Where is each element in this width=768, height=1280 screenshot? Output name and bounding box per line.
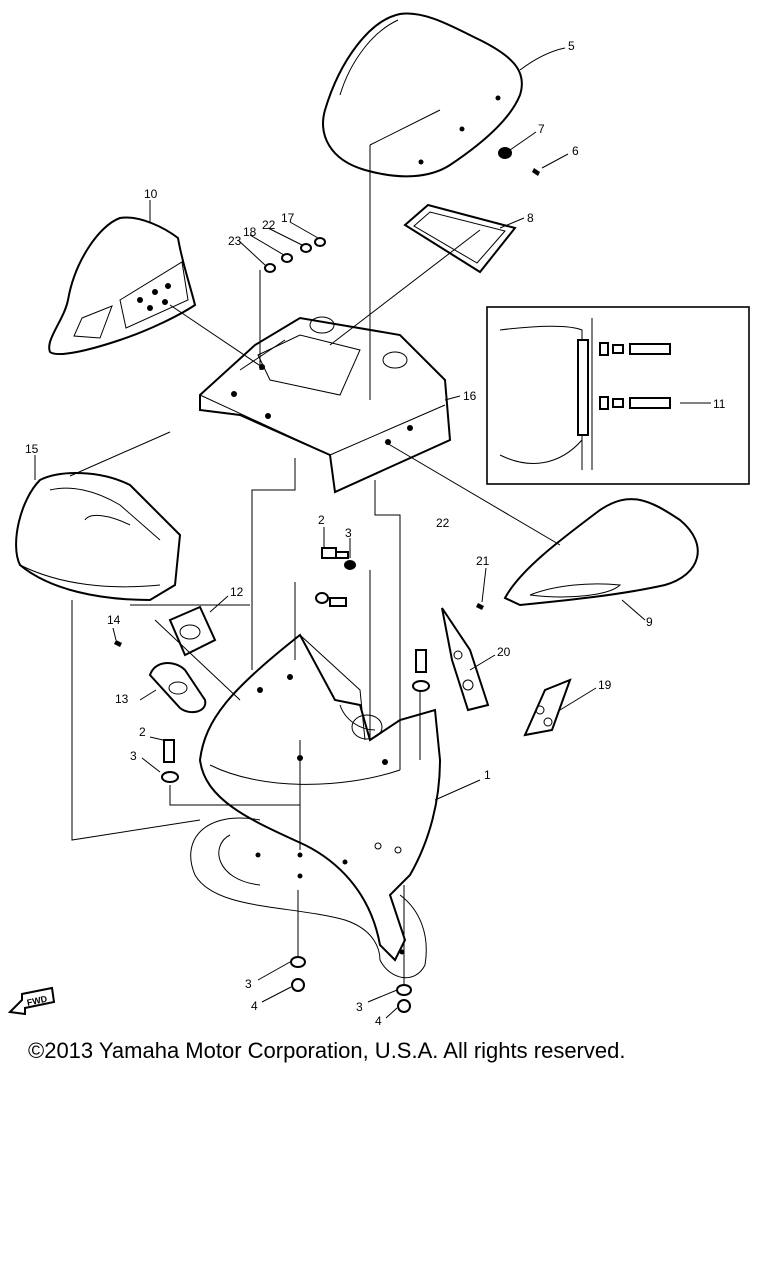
callout-3-left: 3 bbox=[130, 749, 137, 763]
callout-3-bottom-left: 3 bbox=[245, 977, 252, 991]
callout-2-upper: 2 bbox=[318, 513, 325, 527]
callout-15: 15 bbox=[25, 442, 39, 456]
detail-inset-box bbox=[486, 306, 750, 485]
part-16-console-housing bbox=[199, 316, 452, 494]
exploded-parts-diagram: FWD 5 7 6 8 10 17 18 22 23 16 11 15 22 2… bbox=[7, 12, 750, 1028]
part-9-side-blade bbox=[503, 498, 699, 607]
callout-17: 17 bbox=[281, 211, 295, 225]
callout-21: 21 bbox=[476, 554, 490, 568]
part-10-side-cover bbox=[48, 216, 197, 356]
callout-3-upper: 3 bbox=[345, 526, 352, 540]
part-11-bolt-lower bbox=[599, 396, 671, 410]
part-7-grommet bbox=[498, 147, 512, 159]
callout-5: 5 bbox=[568, 39, 575, 53]
callout-22-mid: 22 bbox=[436, 516, 450, 530]
callout-10: 10 bbox=[144, 187, 158, 201]
callout-7: 7 bbox=[538, 122, 545, 136]
callout-9: 9 bbox=[646, 615, 653, 629]
callout-4-bottom-right: 4 bbox=[375, 1014, 382, 1028]
leader-lines bbox=[34, 47, 711, 1019]
part-11-bolt-upper bbox=[599, 342, 671, 356]
washer-nut-bottom-right bbox=[396, 984, 412, 1013]
part-20-plate bbox=[441, 607, 490, 712]
lower-plate-outline bbox=[190, 817, 427, 979]
callout-4-bottom-left: 4 bbox=[251, 999, 258, 1013]
callout-23: 23 bbox=[228, 234, 242, 248]
part-12-bracket bbox=[168, 605, 217, 657]
bolt-washer-right bbox=[412, 649, 430, 692]
part-8-seal-frame bbox=[403, 203, 517, 274]
callout-19: 19 bbox=[598, 678, 612, 692]
callout-2-left: 2 bbox=[139, 725, 146, 739]
callout-1: 1 bbox=[484, 768, 491, 782]
callout-18: 18 bbox=[243, 225, 257, 239]
part-15-front-cover bbox=[15, 472, 182, 602]
part-1-main-hull bbox=[198, 633, 442, 962]
callout-8: 8 bbox=[527, 211, 534, 225]
part-21-screw bbox=[476, 603, 484, 610]
fwd-label: FWD bbox=[26, 994, 49, 1008]
washer-nut-bottom-left bbox=[290, 956, 306, 992]
small-washers-17-18-22-23 bbox=[264, 237, 326, 273]
part-14-screw bbox=[114, 640, 122, 647]
assembly-guide-lines bbox=[69, 109, 561, 985]
copyright-notice: ©2013 Yamaha Motor Corporation, U.S.A. A… bbox=[28, 1038, 626, 1063]
bolt-washer-left bbox=[161, 739, 179, 783]
callout-3-bottom-right: 3 bbox=[356, 1000, 363, 1014]
callout-13: 13 bbox=[115, 692, 129, 706]
part-19-plate bbox=[523, 678, 572, 737]
callout-22-upper: 22 bbox=[262, 218, 276, 232]
part-5-top-cover bbox=[322, 12, 523, 178]
callout-numbers: 5 7 6 8 10 17 18 22 23 16 11 15 22 2 3 2… bbox=[25, 39, 726, 1028]
callout-20: 20 bbox=[497, 645, 511, 659]
part-6-screw bbox=[532, 168, 540, 176]
callout-14: 14 bbox=[107, 613, 121, 627]
callout-6: 6 bbox=[572, 144, 579, 158]
fwd-arrow-icon: FWD bbox=[7, 986, 56, 1016]
callout-16: 16 bbox=[463, 389, 477, 403]
callout-12: 12 bbox=[230, 585, 244, 599]
callout-11: 11 bbox=[713, 397, 726, 411]
part-13-gasket bbox=[148, 662, 207, 714]
bolt-washer-upper bbox=[315, 547, 356, 607]
